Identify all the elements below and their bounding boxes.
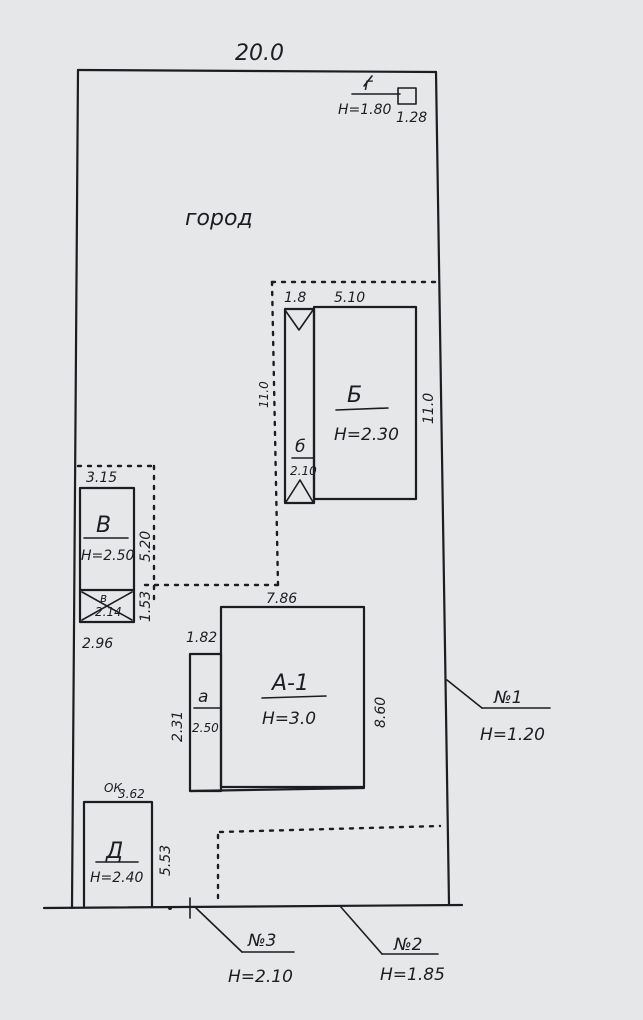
building-v-top: 3.15 [86, 470, 117, 486]
porch-a-name: а [198, 687, 208, 707]
dashed-zone-lower [216, 824, 442, 904]
height-n3-value: Н=2.10 [228, 967, 293, 987]
annex-v-name: в [100, 591, 107, 605]
building-v-name: В [96, 513, 111, 538]
building-b-top-long: 5.10 [334, 290, 365, 306]
building-d [82, 800, 154, 908]
porch-a-side: 2.31 [170, 711, 186, 742]
point-g-letter: г [364, 75, 373, 95]
building-v-height: Н=2.50 [81, 548, 135, 564]
point-g-size: 1.28 [396, 110, 427, 126]
annex-v-value: 2.14 [95, 605, 122, 619]
building-v [78, 486, 136, 624]
building-a1-height: Н=3.0 [262, 709, 316, 729]
porch-a-top: 1.82 [186, 630, 217, 646]
annex-b-value: 2.10 [290, 464, 317, 478]
point-g-marker [351, 75, 417, 105]
point-g-height: Н=1.80 [338, 102, 392, 118]
garden-label: город [185, 206, 253, 231]
building-d-side: 5.53 [158, 845, 174, 876]
height-marker-n1 [446, 679, 551, 709]
building-b-height: Н=2.30 [334, 425, 399, 445]
dashed-zone-upper [76, 280, 438, 602]
building-v-side: 5.20 [138, 531, 154, 562]
building-b-name: Б [347, 383, 362, 408]
plot-boundary [42, 68, 464, 910]
building-a1-right-side: 8.60 [373, 697, 389, 728]
height-n1-value: Н=1.20 [480, 725, 545, 745]
building-a1-top: 7.86 [266, 591, 297, 607]
height-marker-n3 [168, 897, 295, 953]
height-marker-n2 [339, 905, 439, 955]
height-n1-label: №1 [493, 688, 523, 708]
annex-b-name: б [295, 437, 305, 457]
building-b-left-side: 11.0 [257, 381, 271, 408]
building-d-top: 3.62 [118, 787, 145, 801]
building-b [283, 305, 418, 505]
height-n3-label: №3 [247, 931, 277, 951]
building-a1 [188, 605, 366, 793]
building-v-bottom: 2.96 [82, 636, 113, 652]
building-d-top-prefix: ОК [104, 781, 122, 795]
building-v-lower-side: 1.53 [138, 591, 154, 622]
building-b-top-short: 1.8 [284, 290, 306, 306]
building-d-name: Д [105, 839, 123, 864]
porch-a-height: 2.50 [192, 721, 219, 735]
building-b-right-side: 11.0 [421, 393, 437, 424]
building-a1-name: А-1 [270, 671, 309, 696]
height-n2-value: Н=1.85 [380, 965, 445, 985]
height-n2-label: №2 [393, 935, 423, 955]
plot-width-label: 20.0 [235, 41, 284, 66]
building-d-height: Н=2.40 [90, 870, 144, 886]
